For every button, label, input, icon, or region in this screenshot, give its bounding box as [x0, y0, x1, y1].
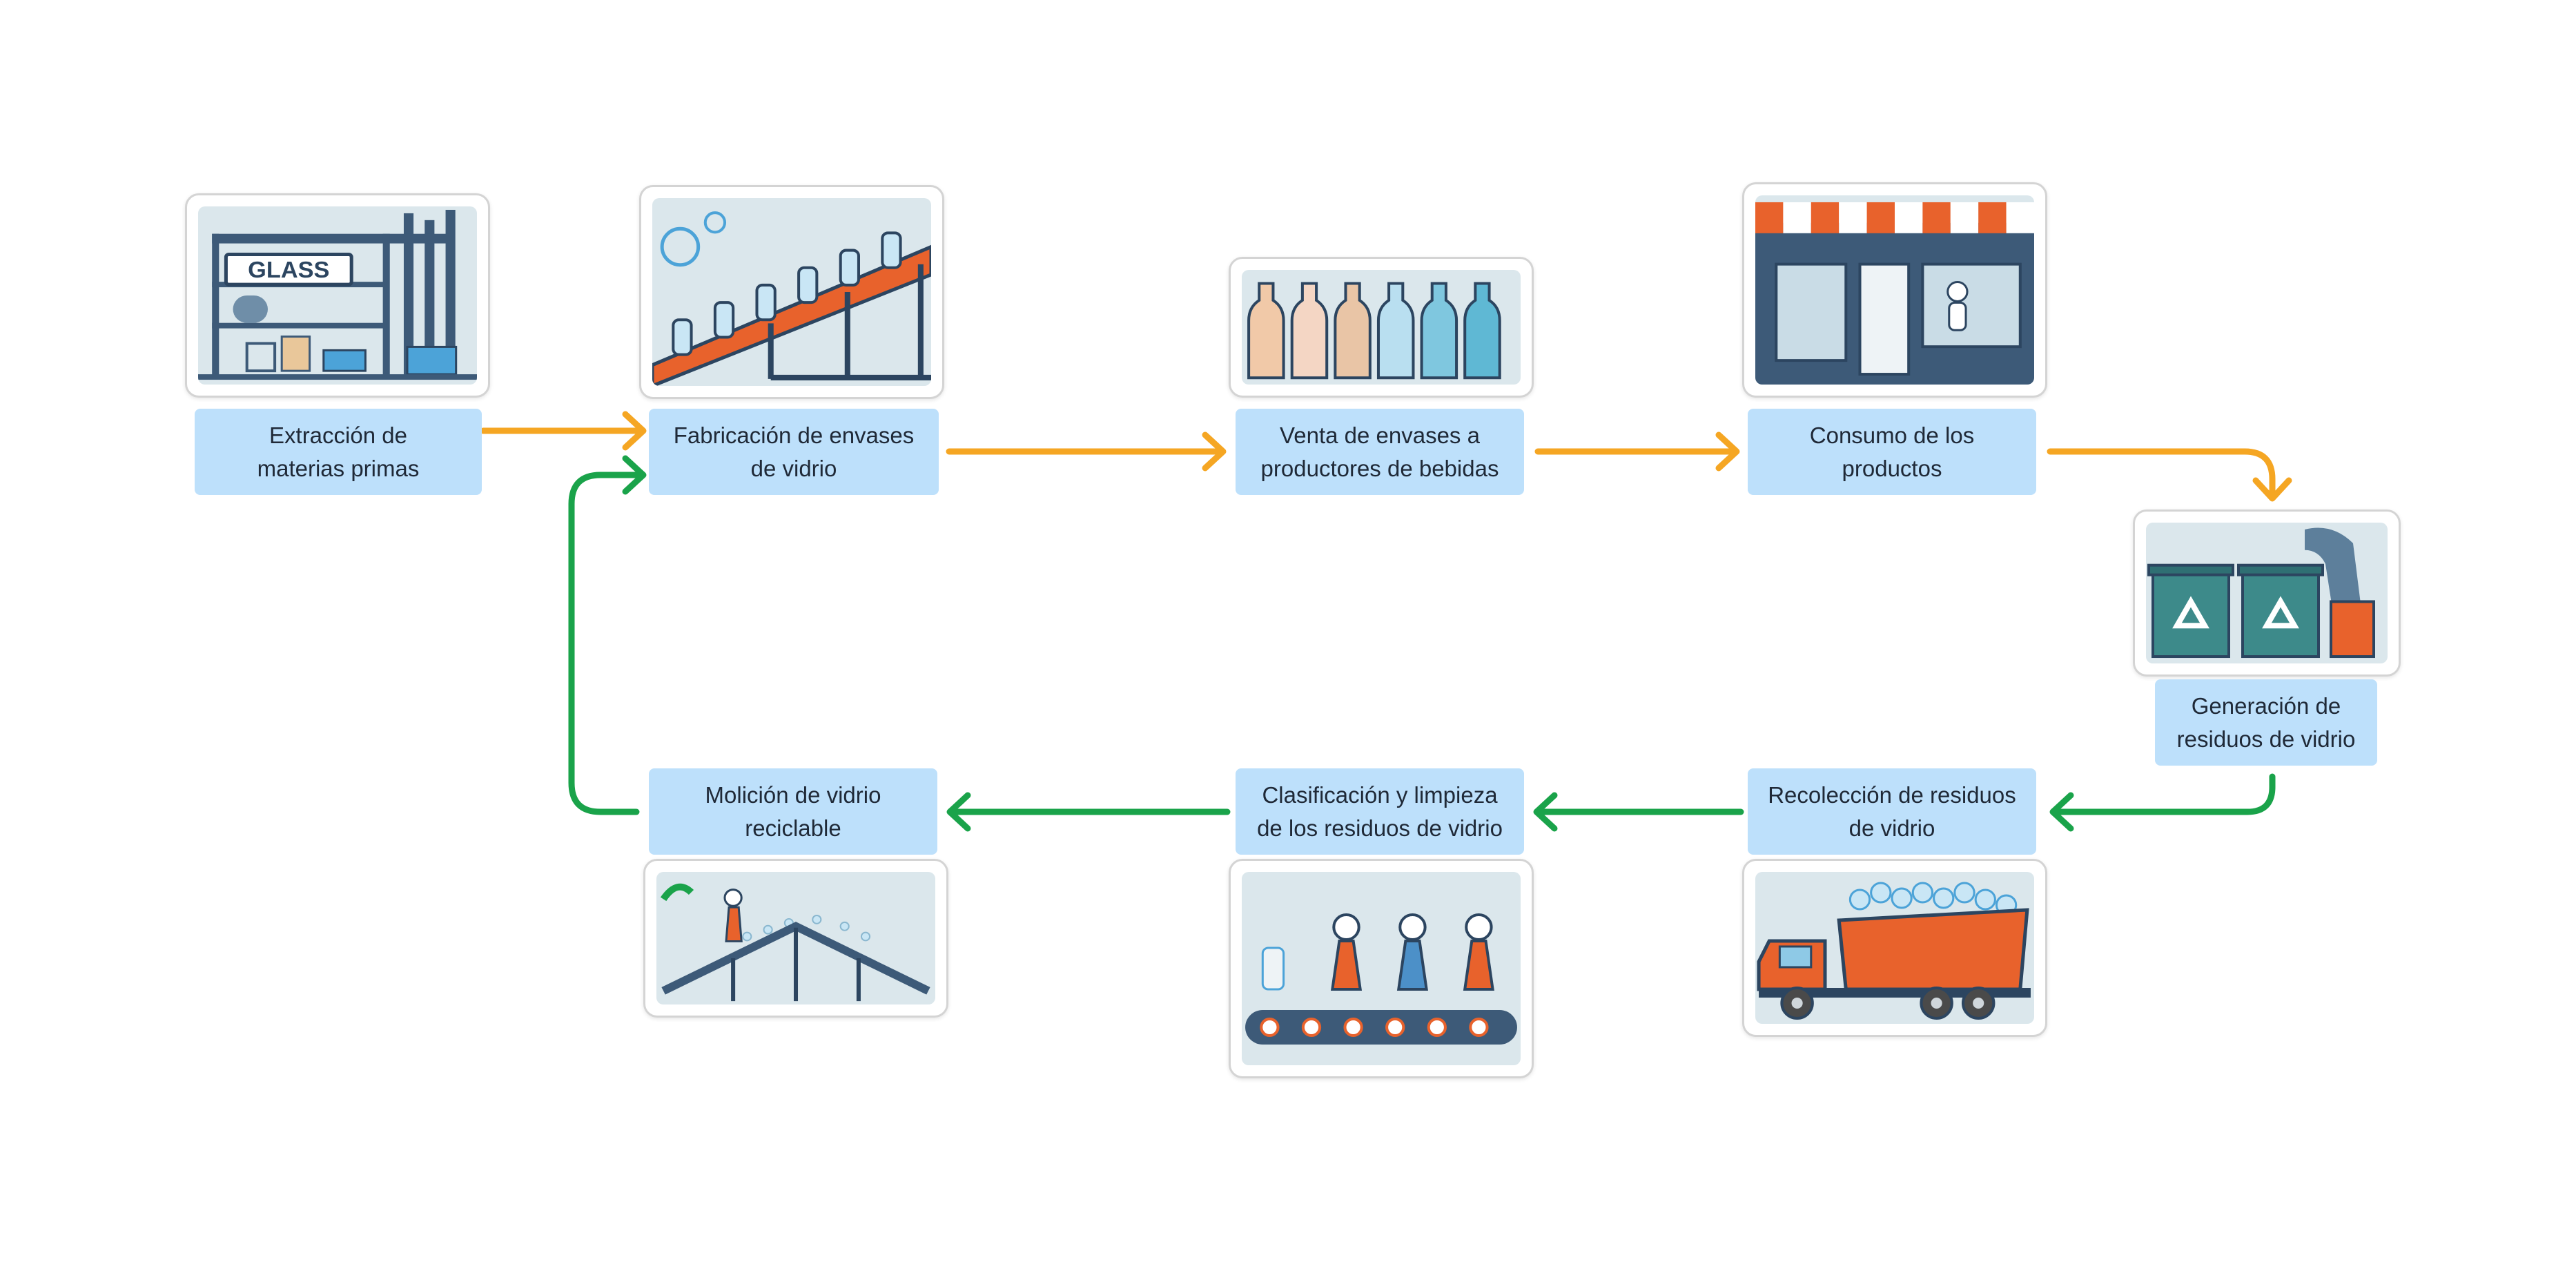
- arrow-venta-to-consumo: [1534, 431, 1740, 472]
- sorting-workers-icon: [1242, 872, 1521, 1065]
- store-icon: [1755, 195, 2034, 385]
- factory-sign-text: GLASS: [248, 257, 329, 283]
- consumo-illustration-frame: [1742, 182, 2047, 398]
- clasificacion-illustration-frame: [1229, 859, 1534, 1078]
- arrow-consumo-to-generacion: [2047, 448, 2292, 502]
- bottles-row-icon: [1242, 270, 1521, 385]
- venta-illustration-frame: [1229, 257, 1534, 398]
- generacion-illustration-frame: [2133, 509, 2401, 677]
- dump-truck-icon: [1755, 872, 2034, 1024]
- factory-icon: GLASS: [198, 206, 477, 385]
- recoleccion-illustration-frame: [1742, 859, 2047, 1037]
- recycling-bins-icon: [2146, 523, 2388, 663]
- arrow-molicion-to-fabricacion: [568, 455, 647, 815]
- arrow-recoleccion-to-clasificacion: [1533, 792, 1744, 832]
- crusher-icon: [656, 872, 935, 1004]
- conveyor-bottles-icon: [652, 198, 931, 386]
- arrow-fabricacion-to-venta: [946, 431, 1227, 472]
- arrow-extraccion-to-fabricacion: [480, 411, 647, 451]
- arrow-generacion-to-recoleccion: [2049, 773, 2276, 832]
- extraccion-illustration-frame: GLASS: [185, 193, 490, 398]
- molicion-illustration-frame: [643, 859, 948, 1018]
- arrow-clasificacion-to-molicion: [946, 792, 1231, 832]
- fabricacion-illustration-frame: [639, 185, 944, 399]
